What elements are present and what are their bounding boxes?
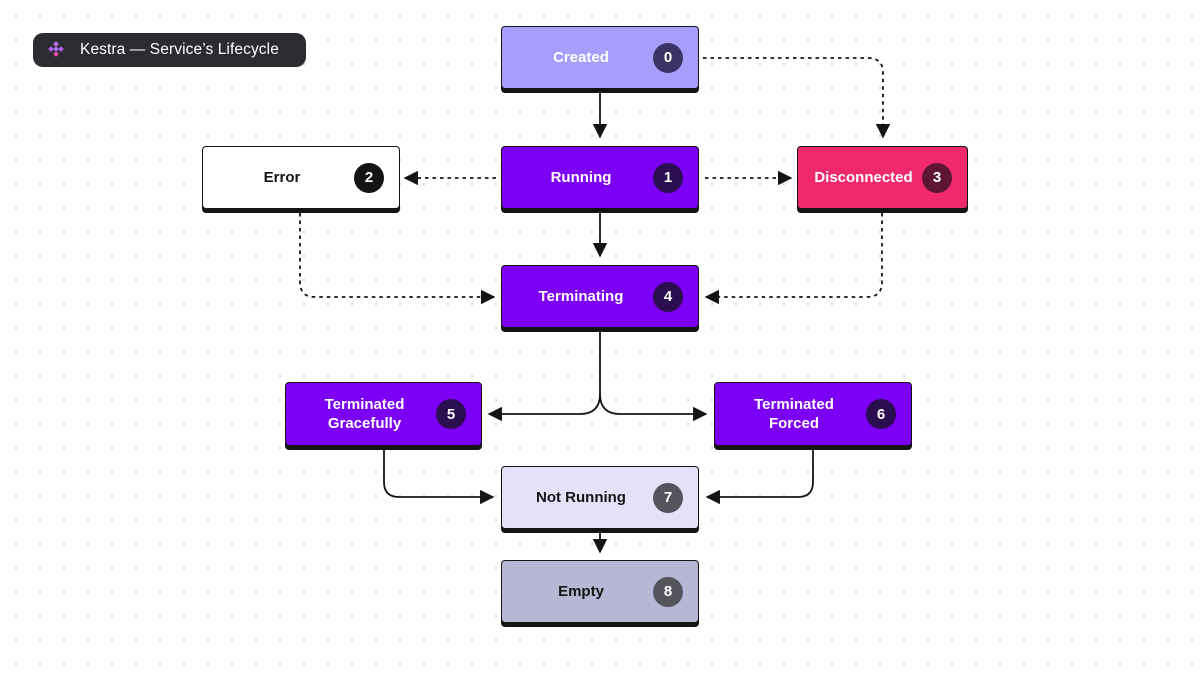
state-terminated-forced[interactable]: Terminated Forced 6 [714, 382, 912, 446]
edge-terminating-to-terminated-gracefully [487, 332, 601, 422]
edge-terminated-forced-to-not-running [705, 450, 814, 505]
state-not-running[interactable]: Not Running 7 [501, 466, 699, 529]
state-number-badge: 1 [653, 162, 683, 193]
state-label-line1: Terminated [324, 396, 405, 413]
state-number-badge: 4 [653, 281, 683, 312]
state-number-badge: 8 [653, 576, 683, 607]
state-number-badge: 0 [653, 42, 683, 73]
state-label: Error [263, 169, 301, 186]
state-number-badge: 3 [922, 162, 952, 193]
state-created[interactable]: Created 0 [501, 26, 699, 89]
edge-created-to-disconnected [703, 57, 891, 139]
state-error[interactable]: Error 2 [202, 146, 400, 209]
state-label: Created [553, 49, 609, 66]
state-number-badge: 2 [354, 162, 384, 193]
state-label: Not Running [536, 489, 626, 506]
state-running[interactable]: Running 1 [501, 146, 699, 209]
state-number-badge: 5 [436, 399, 466, 429]
edge-terminating-to-terminated-forced [599, 393, 708, 422]
kestra-logo-icon [45, 39, 67, 61]
state-label: Disconnected [814, 169, 913, 186]
state-number-badge: 6 [866, 399, 896, 429]
state-label: Terminated Forced [715, 383, 873, 445]
state-terminated-gracefully[interactable]: Terminated Gracefully 5 [285, 382, 482, 446]
state-label: Terminated Gracefully [286, 383, 443, 445]
state-label-line2: Forced [768, 415, 819, 432]
state-disconnected[interactable]: Disconnected 3 [797, 146, 968, 209]
state-empty[interactable]: Empty 8 [501, 560, 699, 623]
edge-terminated-gracefully-to-not-running [383, 450, 495, 505]
state-label-line1: Terminated [754, 396, 834, 413]
edge-error-to-terminating [299, 213, 496, 305]
diagram-title: Kestra — Service’s Lifecycle [80, 41, 279, 58]
state-label: Running [550, 169, 612, 186]
edge-disconnected-to-terminating [704, 213, 883, 305]
state-label-line2: Gracefully [327, 415, 402, 432]
state-label: Terminating [538, 288, 624, 305]
state-label: Empty [558, 583, 604, 600]
state-terminating[interactable]: Terminating 4 [501, 265, 699, 328]
state-number-badge: 7 [653, 482, 683, 513]
diagram-title-badge: Kestra — Service’s Lifecycle [33, 33, 306, 67]
